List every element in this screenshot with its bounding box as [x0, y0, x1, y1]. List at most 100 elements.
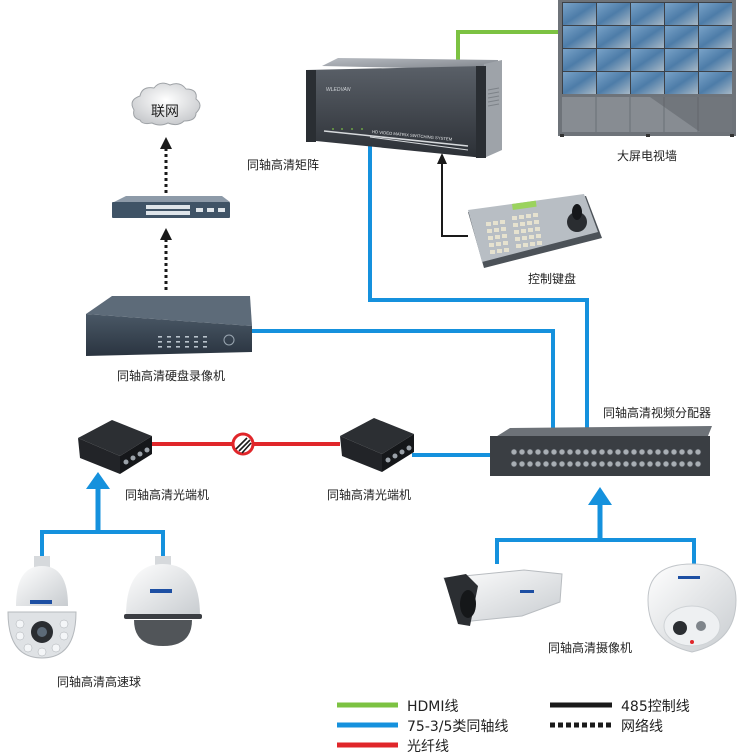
legend [337, 702, 612, 748]
bnc-port [638, 460, 646, 468]
network-switch [112, 196, 230, 218]
wall-screen-tile [597, 72, 630, 94]
dvr-button [203, 346, 207, 348]
bnc-port [662, 460, 670, 468]
optical-transceiver-right [340, 418, 414, 472]
video-wall-label: 大屏电视墙 [617, 149, 678, 163]
keyboard-key [519, 215, 524, 219]
internet-cloud [131, 82, 201, 126]
internet-label: 联网 [151, 104, 179, 120]
bnc-port [622, 460, 630, 468]
bnc-port [678, 460, 686, 468]
wall-screen-tile [699, 3, 732, 25]
dvr-button [176, 341, 180, 343]
bnc-port [606, 460, 614, 468]
keyboard-key [537, 241, 542, 245]
bnc-port [566, 460, 574, 468]
keyboard-key [520, 222, 525, 226]
dome-camera [647, 563, 737, 653]
keyboard-key [530, 242, 535, 246]
bnc-port [646, 448, 654, 456]
arrow-up-icon [86, 472, 110, 489]
dvr-button [158, 346, 162, 348]
dvr-button [158, 341, 162, 343]
wall-screen-tile [665, 49, 698, 71]
keyboard-key [535, 227, 540, 231]
wall-screen-tile [631, 3, 664, 25]
keyboard-key [503, 241, 508, 245]
wall-screen-tile [597, 49, 630, 71]
keyboard-key [497, 249, 502, 253]
ptz-dome-camera [124, 556, 202, 646]
bnc-port [510, 460, 518, 468]
legend-label-network: 网络线 [621, 719, 663, 735]
dvr-button [203, 341, 207, 343]
bnc-port [558, 448, 566, 456]
keyboard-key [489, 243, 494, 247]
dvr-button [194, 341, 198, 343]
wall-screen-tile [699, 49, 732, 71]
dvr-button [167, 341, 171, 343]
edge-hdmi-matrix-videowall [456, 30, 558, 62]
bnc-port [574, 448, 582, 456]
keyboard-label: 控制键盘 [528, 272, 577, 286]
dvr-button [185, 336, 189, 338]
keyboard-key [500, 220, 505, 224]
keyboard-key [490, 250, 495, 254]
wall-screen-tile [597, 3, 630, 25]
dvr-button [194, 346, 198, 348]
bnc-port [654, 460, 662, 468]
edge-coax-domes-optical [40, 530, 165, 560]
arrow-up-icon [588, 487, 612, 505]
keyboard-key [523, 243, 528, 247]
arrow-up-icon [160, 228, 172, 240]
bnc-port [694, 448, 702, 456]
matrix-label: 同轴高清矩阵 [247, 158, 320, 172]
bnc-port [630, 460, 638, 468]
bnc-port [510, 448, 518, 456]
bnc-port [662, 448, 670, 456]
bnc-port [590, 448, 598, 456]
bnc-port [670, 448, 678, 456]
dvr [86, 296, 252, 356]
optical-transceiver-left [78, 420, 152, 474]
cameras-label: 同轴高清摄像机 [548, 641, 633, 655]
optical-left-label: 同轴高清光端机 [125, 488, 210, 502]
bnc-port [646, 460, 654, 468]
wall-screen-tile [563, 72, 596, 94]
bnc-port [686, 460, 694, 468]
distributor-label: 同轴高清视频分配器 [603, 406, 712, 420]
keyboard-key [502, 234, 507, 238]
keyboard-key [514, 230, 519, 234]
wall-screen-tile [631, 26, 664, 48]
dvr-button [167, 336, 171, 338]
keyboard-key [528, 228, 533, 232]
wall-screen-tile [597, 26, 630, 48]
wall-screen-tile [665, 26, 698, 48]
bnc-port [678, 448, 686, 456]
wall-screen-tile [631, 49, 664, 71]
bnc-port [598, 448, 606, 456]
wall-screen-tile [699, 72, 732, 94]
optical-right-label: 同轴高清光端机 [327, 488, 412, 502]
legend-label-hdmi: HDMI线 [407, 699, 459, 715]
bnc-port [518, 460, 526, 468]
keyboard-key [501, 227, 506, 231]
edge-coax-dvr-distributor [252, 329, 555, 432]
bnc-port [542, 460, 550, 468]
wall-screen-tile [631, 72, 664, 94]
keyboard-key [512, 216, 517, 220]
cloud-icon [131, 82, 201, 126]
bnc-port [550, 460, 558, 468]
bnc-port [566, 448, 574, 456]
fiber-link-icon [231, 432, 255, 456]
keyboard-key [495, 235, 500, 239]
dvr-button [203, 336, 207, 338]
keyboard-key [486, 222, 491, 226]
bnc-port [526, 448, 534, 456]
dvr-button [176, 336, 180, 338]
arrow-up-icon [437, 153, 447, 164]
keyboard-key [515, 237, 520, 241]
matrix-brand: WLEDVAN [326, 87, 351, 93]
